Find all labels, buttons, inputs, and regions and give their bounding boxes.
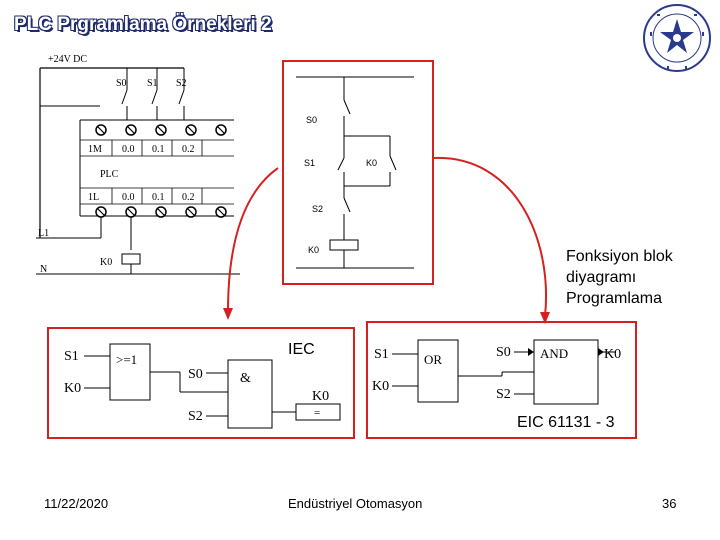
output-term-01: 0.1 — [152, 192, 165, 203]
coil-label: K0 — [100, 257, 112, 268]
footer-page: 36 — [662, 496, 677, 511]
switch-label-s1: S1 — [147, 78, 158, 89]
arrow-right — [433, 156, 547, 317]
annotation-fbd-line3: Programlama — [566, 290, 663, 307]
fbd-right: S1 K0 OR S0 AND K0 S2 — [372, 339, 621, 405]
fbd-right-s2: S2 — [496, 387, 511, 402]
fbd-right-s0: S0 — [496, 345, 511, 360]
fbd-left-assign: = — [314, 407, 320, 419]
input-term-01: 0.1 — [152, 144, 165, 155]
footer-center: Endüstriyel Otomasyon — [288, 496, 423, 511]
fbd-right-k0-out: K0 — [604, 347, 621, 362]
fbd-left-s1: S1 — [64, 349, 79, 364]
plc-wiring-diagram: +24V DC S0 S1 S2 — [36, 54, 240, 275]
annotation-iec: IEC — [288, 341, 315, 358]
switch-label-s2: S2 — [176, 78, 187, 89]
slide-title: PLC Prgramlama Örnekleri 2 — [14, 14, 272, 35]
fbd-right-and-op: AND — [540, 346, 568, 361]
annotation-fbd-line1: Fonksiyon blok — [566, 248, 673, 265]
ladder-s2: S2 — [312, 204, 323, 214]
fbd-left-s0: S0 — [188, 367, 203, 382]
output-term-00: 0.0 — [122, 192, 135, 203]
arrow-left — [227, 167, 279, 313]
fbd-left-k0: K0 — [64, 381, 81, 396]
input-term-02: 0.2 — [182, 144, 195, 155]
output-term-1l: 1L — [88, 192, 99, 203]
input-term-00: 0.0 — [122, 144, 135, 155]
university-logo — [643, 4, 711, 72]
fbd-right-or-op: OR — [424, 352, 442, 367]
fbd-left-or-op: >=1 — [116, 352, 137, 367]
footer-date: 11/22/2020 — [44, 496, 109, 511]
output-term-02: 0.2 — [182, 192, 195, 203]
fbd-left-k0-out: K0 — [312, 389, 329, 404]
fbd-left: S1 K0 >=1 S0 & S2 K0 = — [64, 343, 341, 429]
arrows — [223, 156, 550, 324]
ladder-s0: S0 — [306, 115, 317, 125]
ladder-coil: K0 — [308, 245, 319, 255]
ladder-s1: S1 — [304, 158, 315, 168]
fbd-right-frame — [366, 321, 637, 439]
ladder-frame — [282, 60, 434, 285]
supply-label: +24V DC — [48, 54, 87, 65]
fbd-left-s2: S2 — [188, 409, 203, 424]
switch-label-s0: S0 — [116, 78, 127, 89]
ladder-k0-contact: K0 — [366, 158, 377, 168]
fbd-left-and-op: & — [240, 371, 251, 386]
fbd-left-frame — [47, 327, 355, 439]
input-term-1m: 1M — [88, 144, 102, 155]
plc-label: PLC — [100, 169, 119, 180]
fbd-right-k0: K0 — [372, 379, 389, 394]
ladder-diagram: S0 S1 K0 S2 K0 — [296, 76, 414, 269]
annotation-fbd-line2: diyagramı — [566, 269, 637, 286]
fbd-right-s1: S1 — [374, 347, 389, 362]
annotation-fbd: Fonksiyon blok diyagramı Programlama — [566, 246, 673, 309]
annotation-eic: EIC 61131 - 3 — [517, 414, 615, 431]
neutral-label: N — [40, 264, 47, 275]
line-label: L1 — [38, 228, 49, 239]
